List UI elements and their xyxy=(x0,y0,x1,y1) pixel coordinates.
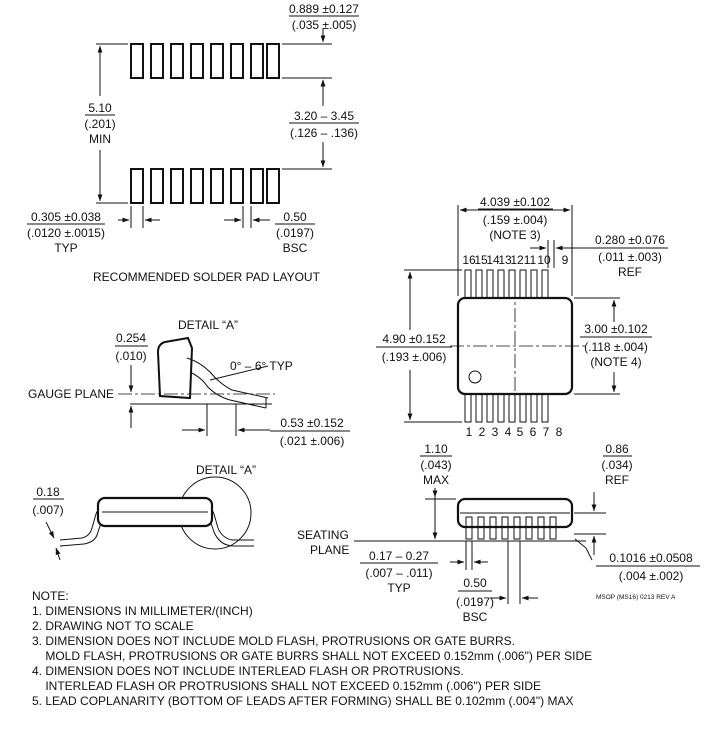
note-3: 3. DIMENSION DOES NOT INCLUDE MOLD FLASH… xyxy=(32,634,515,648)
notes-block: NOTE: 1. DIMENSIONS IN MILLIMETER/(INCH)… xyxy=(32,589,592,709)
standoff-mm: 0.1016 ±0.0508 xyxy=(609,551,693,565)
note-2: 2. DRAWING NOT TO SCALE xyxy=(32,619,194,633)
end-lead-width-tag: TYP xyxy=(387,581,410,595)
seating-label-2: PLANE xyxy=(310,543,349,557)
pad-gap-in: (.126 – .136) xyxy=(290,126,358,140)
gauge-plane-label: GAUGE PLANE xyxy=(28,387,114,401)
solder-pad-layout: 0.889 ±0.127 (.035 ±.005) 5.10 (.201) MI… xyxy=(27,2,359,284)
notes-title: NOTE: xyxy=(32,589,69,603)
body-width-note: (NOTE 4) xyxy=(590,355,641,369)
top-view-leads-bottom xyxy=(464,391,549,423)
side-view: DETAIL “A” 0.18 (.007) xyxy=(32,463,256,561)
pin-3: 3 xyxy=(492,425,499,439)
note-4: 4. DIMENSION DOES NOT INCLUDE INTERLEAD … xyxy=(32,664,464,678)
pad-pitch-tag: BSC xyxy=(283,241,308,255)
note-3-cont: MOLD FLASH, PROTRUSIONS OR GATE BURRS SH… xyxy=(32,649,593,663)
end-pitch-in: (.0197) xyxy=(456,595,494,609)
lead-thickness-mm: 0.254 xyxy=(116,331,146,345)
pin-numbers-bottom: 1 2 3 4 5 6 7 8 xyxy=(466,425,563,439)
top-width-in: (.159 ±.004) xyxy=(483,213,548,227)
pin-2: 2 xyxy=(479,425,486,439)
pad-layout-caption: RECOMMENDED SOLDER PAD LAYOUT xyxy=(93,270,321,284)
top-width-note: (NOTE 3) xyxy=(489,228,540,242)
pad-row-top xyxy=(130,43,280,79)
pad-pitch-tol-in: (.035 ±.005) xyxy=(292,18,357,32)
detail-a-view: DETAIL “A” 0° – 6° TYP GAUGE PLANE 0.254… xyxy=(28,318,350,448)
end-lead-width-in: (.007 – .011) xyxy=(365,566,432,580)
end-view: 1.10 (.043) MAX 0.86 (.034) REF SEATING … xyxy=(297,442,700,624)
side-thickness-in: (.007) xyxy=(32,503,63,517)
body-width-in: (.118 ±.004) xyxy=(584,340,648,354)
top-length-in: (.193 ±.006) xyxy=(382,350,447,364)
top-view-leads-top xyxy=(464,269,549,301)
lead-width-mm: 0.280 ±0.076 xyxy=(595,233,665,247)
standoff-in: (.004 ±.002) xyxy=(619,569,684,583)
lead-width-in: (.011 ±.003) xyxy=(598,250,662,264)
note-4-cont: INTERLEAD FLASH OR PROTRUSIONS SHALL NOT… xyxy=(32,679,542,693)
lead-thickness-in: (.010) xyxy=(115,349,146,363)
end-ref-in: (.034) xyxy=(601,458,632,472)
body-width-mm: 3.00 ±0.102 xyxy=(584,322,648,336)
side-detail-label: DETAIL “A” xyxy=(196,463,256,477)
end-ref-mm: 0.86 xyxy=(605,442,629,456)
pad-width-mm: 0.305 ±0.038 xyxy=(31,210,101,224)
end-lead-width-mm: 0.17 – 0.27 xyxy=(369,549,429,563)
end-pitch-tag: BSC xyxy=(463,610,488,624)
pin-7: 7 xyxy=(543,425,550,439)
pad-width-in: (.0120 ±.0015) xyxy=(27,226,105,240)
pin-14: 14 xyxy=(486,253,500,267)
end-height-mm: 1.10 xyxy=(424,442,448,456)
pin-4: 4 xyxy=(505,425,512,439)
pin-15: 15 xyxy=(474,253,488,267)
pin-13: 13 xyxy=(498,253,512,267)
pin-8: 8 xyxy=(556,425,563,439)
pad-pitch-in: (.0197) xyxy=(276,226,314,240)
pin-11: 11 xyxy=(524,253,537,267)
pin-16: 16 xyxy=(462,253,476,267)
pad-height-tag: MIN xyxy=(89,132,111,146)
pin-9: 9 xyxy=(562,253,569,267)
note-1: 1. DIMENSIONS IN MILLIMETER/(INCH) xyxy=(32,604,253,618)
drawing-id: MSOP (MS16) 0213 REV A xyxy=(596,594,676,601)
pin-12: 12 xyxy=(510,253,524,267)
seating-label-1: SEATING xyxy=(297,528,349,542)
top-width-mm: 4.039 ±0.102 xyxy=(480,195,550,209)
pad-pitch-tol-mm: 0.889 ±0.127 xyxy=(289,2,359,16)
foot-length-in: (.021 ±.006) xyxy=(280,434,345,448)
note-5: 5. LEAD COPLANARITY (BOTTOM OF LEADS AFT… xyxy=(32,694,574,708)
end-height-tag: MAX xyxy=(423,473,449,487)
pin-6: 6 xyxy=(530,425,537,439)
pin-10: 10 xyxy=(537,253,551,267)
pad-height-mm: 5.10 xyxy=(88,101,112,115)
detail-a-angle: 0° – 6° TYP xyxy=(230,359,293,373)
side-thickness-mm: 0.18 xyxy=(36,485,60,499)
pad-row-bottom xyxy=(130,168,280,204)
end-pitch-mm: 0.50 xyxy=(463,576,487,590)
top-length-mm: 4.90 ±0.152 xyxy=(382,332,446,346)
pin1-marker xyxy=(468,370,482,384)
pin-5: 5 xyxy=(517,425,524,439)
end-view-leads xyxy=(465,516,557,540)
pad-width-tag: TYP xyxy=(54,241,77,255)
top-view: 16 15 14 13 12 11 10 9 1 2 3 4 5 6 7 8 4… xyxy=(376,195,668,439)
foot-length-mm: 0.53 ±0.152 xyxy=(280,416,344,430)
pad-gap-mm: 3.20 – 3.45 xyxy=(294,109,354,123)
end-height-in: (.043) xyxy=(420,458,451,472)
pin-numbers-top: 16 15 14 13 12 11 10 9 xyxy=(462,253,568,267)
detail-a-label: DETAIL “A” xyxy=(178,318,238,332)
pin-1: 1 xyxy=(466,425,473,439)
end-ref-tag: REF xyxy=(605,473,629,487)
lead-width-tag: REF xyxy=(618,265,642,279)
pad-pitch-mm: 0.50 xyxy=(283,210,307,224)
pad-height-in: (.201) xyxy=(84,117,115,131)
